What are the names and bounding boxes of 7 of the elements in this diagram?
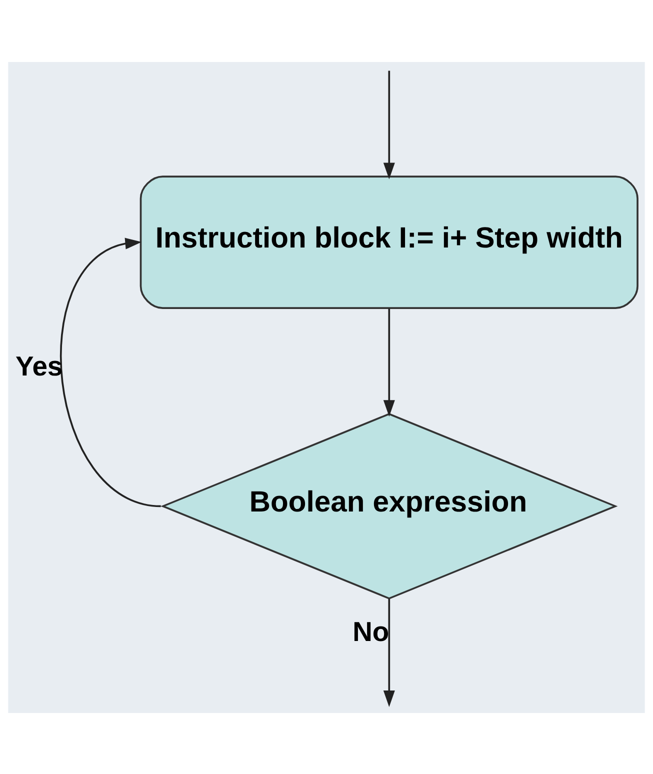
arrow [60, 237, 161, 507]
node-diamond: Boolean expression [160, 412, 618, 599]
arrow [383, 308, 395, 416]
node-box: Instruction block I:= i+ Step width [140, 175, 638, 308]
edge-label: No [352, 615, 390, 646]
arrow [383, 598, 395, 706]
arrow [383, 70, 395, 179]
